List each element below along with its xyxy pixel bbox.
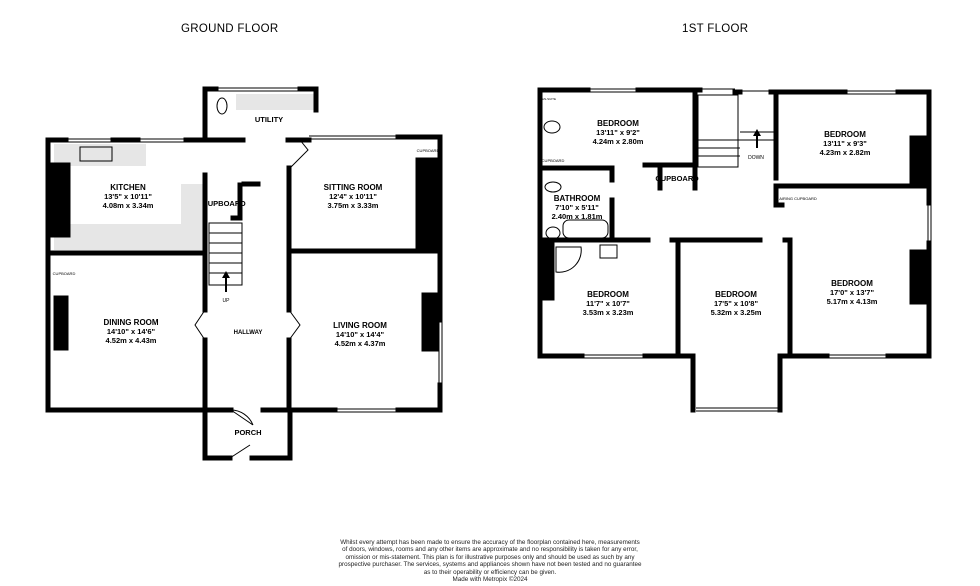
ground-floor-walls (45, 86, 443, 461)
room-dining-room: DINING ROOM 14'10" x 14'6" 4.52m x 4.43m (103, 318, 158, 345)
room-metric: 4.24m x 2.80m (592, 137, 644, 146)
room-imperial: 17'0" x 13'7" (829, 288, 875, 297)
room-name: SITTING ROOM (323, 183, 383, 192)
ground-stairs (208, 222, 243, 286)
ground-floor-windows (46, 87, 443, 459)
disclaimer: Whilst every attempt has been made to en… (300, 539, 680, 583)
room-name: BEDROOM (824, 130, 866, 139)
stairs-up-arrow-icon (222, 271, 230, 292)
first-stairs (697, 94, 776, 168)
label-hallway: HALLWAY (233, 330, 263, 336)
room-imperial: 14'10" x 14'4" (335, 330, 385, 339)
room-kitchen: KITCHEN 13'5" x 10'11" 4.08m x 3.34m (103, 183, 154, 210)
disclaimer-line: omission or mis-statement. This plan is … (345, 553, 635, 561)
room-name: KITCHEN (110, 183, 146, 192)
room-name: LIVING ROOM (333, 321, 387, 330)
disclaimer-line: of doors, windows, rooms and any other i… (342, 546, 638, 554)
room-name: DINING ROOM (103, 318, 159, 327)
room-metric: 4.23m x 2.82m (819, 148, 871, 157)
room-metric: 5.17m x 4.13m (826, 297, 878, 306)
room-living-room: LIVING ROOM 14'10" x 14'4" 4.52m x 4.37m (333, 321, 387, 348)
room-metric: 4.52m x 4.37m (334, 339, 386, 348)
first-floor-title: 1ST FLOOR (682, 23, 749, 35)
disclaimer-line: prospective purchaser. The services, sys… (338, 561, 642, 569)
label-down: DOWN (748, 155, 764, 161)
room-bedroom-5: BEDROOM 17'0" x 13'7" 5.17m x 4.13m (827, 279, 878, 306)
room-bathroom: BATHROOM 7'10" x 5'11" 2.40m x 1.81m (552, 194, 603, 221)
room-metric: 3.75m x 3.33m (327, 201, 379, 210)
stairs-down-arrow-icon (753, 129, 761, 148)
credit: Made with Metropix ©2024 (452, 576, 528, 584)
room-metric: 5.32m x 3.25m (710, 308, 762, 317)
first-floor-windows (538, 88, 932, 412)
room-imperial: 7'10" x 5'11" (555, 203, 599, 212)
room-sitting-room: SITTING ROOM 12'4" x 10'11" 3.75m x 3.33… (324, 183, 383, 210)
room-name: BEDROOM (831, 279, 873, 288)
room-bedroom-4: BEDROOM 17'5" x 10'8" 5.32m x 3.25m (711, 290, 762, 317)
room-name: BEDROOM (715, 290, 757, 299)
room-bedroom-2: BEDROOM 13'11" x 9'3" 4.23m x 2.82m (820, 130, 871, 157)
label-airing-cupboard: AIRING CUPBOARD (779, 196, 817, 201)
label-cupboard-dining: CUPBOARD (52, 271, 76, 276)
first-floor-walls (537, 87, 932, 413)
label-up: UP (222, 298, 230, 304)
room-bedroom-1: BEDROOM 13'11" x 9'2" 4.24m x 2.80m (593, 119, 644, 146)
room-name: BATHROOM (553, 194, 601, 203)
room-imperial: 17'5" x 10'8" (713, 299, 759, 308)
room-metric: 4.52m x 4.43m (105, 336, 157, 345)
room-imperial: 11'7" x 10'7" (586, 299, 630, 308)
room-name: BEDROOM (587, 290, 629, 299)
ground-floor-title: GROUND FLOOR (181, 23, 279, 35)
disclaimer-line: as to their operability or efficiency ca… (423, 568, 557, 576)
label-porch: PORCH (234, 428, 262, 437)
room-metric: 3.53m x 3.23m (582, 308, 634, 317)
room-bedroom-3: BEDROOM 11'7" x 10'7" 3.53m x 3.23m (583, 290, 634, 317)
room-imperial: 13'5" x 10'11" (104, 192, 152, 201)
label-cupboard-landing: CUPBOARD (655, 174, 699, 183)
disclaimer-line: Whilst every attempt has been made to en… (340, 539, 640, 546)
room-imperial: 12'4" x 10'11" (329, 192, 377, 201)
kitchen-worktops (54, 94, 316, 250)
label-cupboard: CUPBOARD (202, 199, 246, 208)
label-cupboard-ensuite: CUPBOARD (541, 158, 565, 163)
label-ensuite: EN-SUITE (541, 97, 557, 101)
room-metric: 4.08m x 3.34m (102, 201, 154, 210)
label-cupboard-sitting: CUPBOARD (416, 148, 440, 153)
room-metric: 2.40m x 1.81m (551, 212, 603, 221)
room-imperial: 14'10" x 14'6" (106, 327, 156, 336)
room-imperial: 13'11" x 9'2" (596, 128, 640, 137)
label-utility: UTILITY (254, 115, 284, 124)
room-imperial: 13'11" x 9'3" (823, 139, 867, 148)
room-name: BEDROOM (597, 119, 639, 128)
